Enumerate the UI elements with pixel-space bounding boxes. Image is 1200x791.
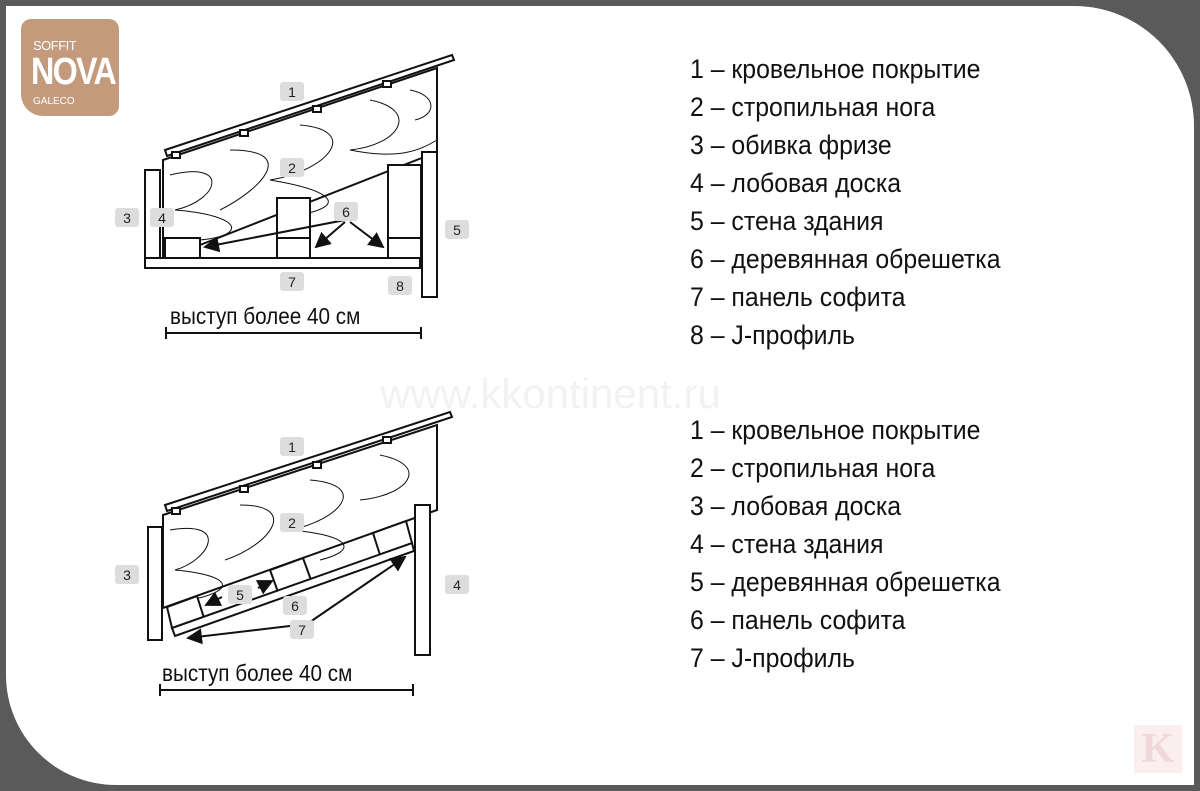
diagram-top	[144, 53, 456, 339]
top-legend: 1 – кровельное покрытие 2 – стропильная …	[690, 50, 1001, 354]
bottom-dimension-label: выступ более 40 см	[162, 660, 353, 686]
top-label-2: 2	[288, 160, 296, 176]
legend-item: 1 – кровельное покрытие	[690, 54, 981, 84]
wall	[414, 504, 431, 656]
legend-item: 1 – кровельное покрытие	[690, 415, 981, 445]
corner-badge: K	[1134, 725, 1182, 773]
legend-item: 3 – обивка фризе	[690, 130, 892, 160]
legend-item: 5 – стена здания	[690, 206, 884, 236]
frame	[6, 6, 1194, 785]
legend-item: 8 – J-профиль	[690, 320, 855, 350]
legend-item: 2 – стропильная нога	[690, 453, 936, 483]
legend-item: 7 – J-профиль	[690, 643, 855, 673]
logo-line2: NOVA	[31, 51, 117, 93]
top-label-5: 5	[453, 222, 461, 238]
legend-item: 4 – лобовая доска	[690, 168, 902, 198]
top-label-7: 7	[288, 274, 296, 290]
top-label-3: 3	[123, 210, 131, 226]
top-dimension-label: выступ более 40 см	[170, 303, 361, 329]
bottom-label-7: 7	[298, 622, 306, 638]
logo-line3: GALECO	[33, 96, 75, 107]
top-label-6: 6	[342, 204, 350, 220]
soffit-nova-logo: SOFFIT NOVA GALECO	[21, 19, 119, 116]
watermark: www.kkontinent.ru	[380, 370, 721, 417]
legend-item: 7 – панель софита	[690, 282, 906, 312]
top-label-1: 1	[288, 84, 296, 100]
logo-line1: SOFFIT	[33, 38, 77, 53]
bottom-label-2: 2	[288, 515, 296, 531]
top-label-8: 8	[396, 278, 404, 294]
wall	[421, 151, 438, 298]
bottom-legend: 1 – кровельное покрытие 2 – стропильная …	[690, 411, 1001, 677]
bottom-label-5: 5	[236, 587, 244, 603]
legend-item: 6 – деревянная обрешетка	[690, 244, 1001, 274]
bottom-label-1: 1	[288, 439, 296, 455]
bottom-label-4: 4	[453, 577, 461, 593]
batten-post	[387, 164, 422, 239]
batten	[164, 237, 201, 259]
top-label-4: 4	[158, 210, 166, 226]
bottom-label-3: 3	[123, 567, 131, 583]
batten	[276, 237, 311, 259]
legend-item: 5 – деревянная обрешетка	[690, 567, 1001, 597]
batten	[387, 237, 422, 259]
legend-item: 4 – стена здания	[690, 529, 884, 559]
fascia-board	[147, 526, 163, 641]
soffit-panel	[144, 257, 421, 269]
legend-item: 6 – панель софита	[690, 605, 906, 635]
legend-item: 3 – лобовая доска	[690, 491, 902, 521]
bottom-label-6: 6	[291, 598, 299, 614]
label-boxes	[115, 82, 469, 639]
wood-grain	[169, 89, 438, 241]
roof-covering	[163, 53, 456, 158]
roof-covering	[163, 410, 454, 513]
legend-item: 2 – стропильная нога	[690, 92, 936, 122]
